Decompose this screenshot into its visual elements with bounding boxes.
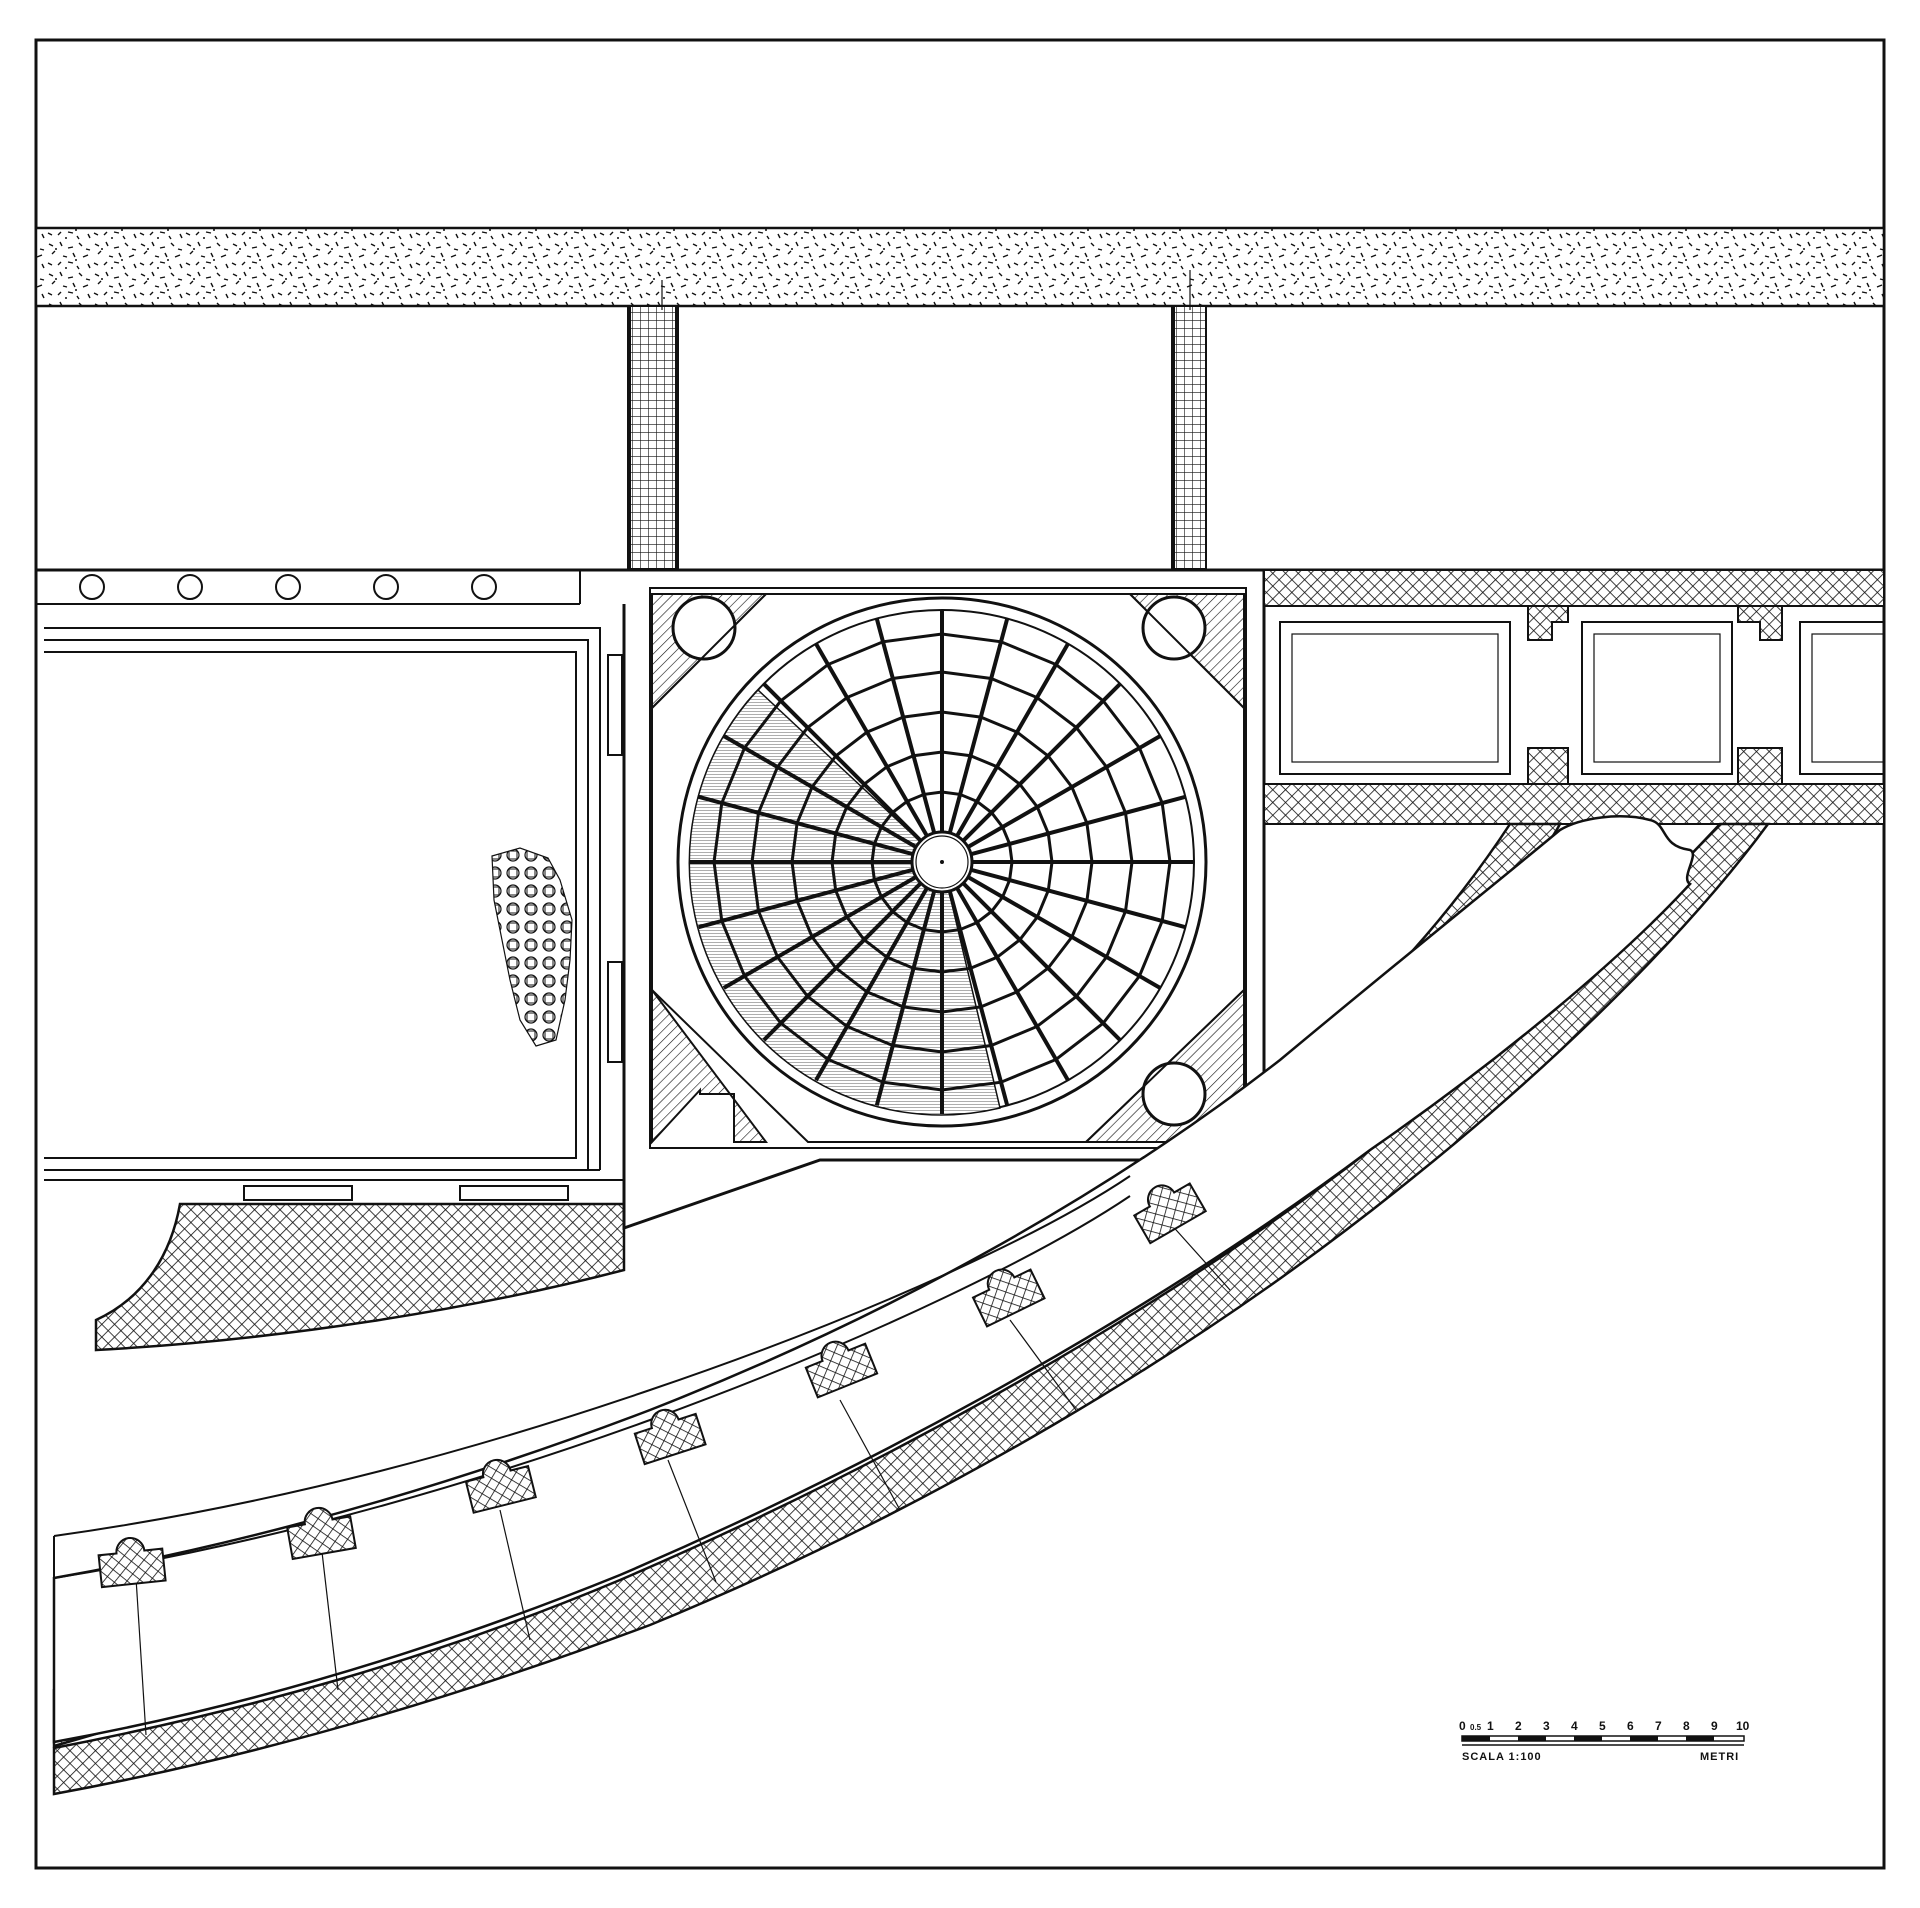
scale-blocks <box>1462 1736 1714 1741</box>
dome-rib <box>970 794 1186 857</box>
dome-ring <box>830 750 1054 974</box>
scale-block <box>1574 1736 1602 1741</box>
passage-cross-walls <box>135 1211 1231 1736</box>
pilaster <box>804 1340 879 1399</box>
dome-rib <box>955 886 1070 1082</box>
dome-rib <box>874 618 937 834</box>
pilaster <box>464 1458 537 1514</box>
right-corridor <box>1263 569 1885 825</box>
dome-rib <box>947 890 1010 1106</box>
dome-rib <box>722 734 918 849</box>
column <box>79 574 105 600</box>
top-wall-band <box>34 226 1886 308</box>
scale-block <box>1630 1736 1658 1741</box>
pilaster <box>971 1268 1046 1328</box>
dome-rib <box>970 867 1186 930</box>
column <box>177 574 203 600</box>
pilaster <box>633 1408 707 1466</box>
dome-rib <box>814 886 929 1082</box>
dome-ring <box>790 710 1094 1014</box>
colonnade <box>36 570 581 605</box>
dome-ring <box>712 632 1172 1092</box>
mosaic-fragment <box>491 847 573 1047</box>
corner-column-nw <box>671 595 737 661</box>
curved-passage <box>52 815 1695 1744</box>
pilaster <box>97 1536 167 1589</box>
dome-outer-ring <box>676 596 1208 1128</box>
corner-column-se <box>1141 1061 1207 1127</box>
pilaster <box>1132 1182 1208 1245</box>
pilaster <box>286 1506 357 1561</box>
dome-rib <box>762 682 923 843</box>
sheet-frame <box>34 38 1886 1870</box>
dome-rib <box>961 881 1122 1042</box>
dome-rings <box>712 632 1172 1092</box>
column <box>275 574 301 600</box>
scale-block <box>1518 1736 1546 1741</box>
dome-rib <box>947 618 1010 834</box>
corner-pier-sw <box>651 987 768 1145</box>
domed-tower <box>622 568 1266 1231</box>
dome-ring <box>750 670 1134 1054</box>
dome-rib <box>762 881 923 1042</box>
column <box>471 574 497 600</box>
dome-ring <box>870 790 1014 934</box>
curved-wall-left <box>94 1202 626 1352</box>
unit-label: METRI <box>1700 1751 1739 1763</box>
pilasters <box>97 1182 1208 1589</box>
dome-rib <box>955 642 1070 838</box>
dome-rib <box>698 794 914 857</box>
dome-rib <box>966 875 1162 990</box>
dome-rib <box>961 682 1122 843</box>
brick-pier-right <box>1173 305 1207 571</box>
brick-pier-left <box>629 305 677 571</box>
scale-block <box>1686 1736 1714 1741</box>
dome-rib <box>722 875 918 990</box>
dome-rib <box>698 867 914 930</box>
column <box>373 574 399 600</box>
corner-column-ne <box>1141 595 1207 661</box>
dome-rib <box>814 642 929 838</box>
upper-rooms <box>35 305 1885 571</box>
dome-rib <box>874 890 937 1106</box>
courtyard-room <box>44 604 625 1228</box>
scale-block <box>1462 1736 1490 1741</box>
dome-rib <box>966 734 1162 849</box>
scale-label: SCALA 1:100 <box>1462 1751 1542 1763</box>
dome-ribs <box>690 610 1194 1114</box>
